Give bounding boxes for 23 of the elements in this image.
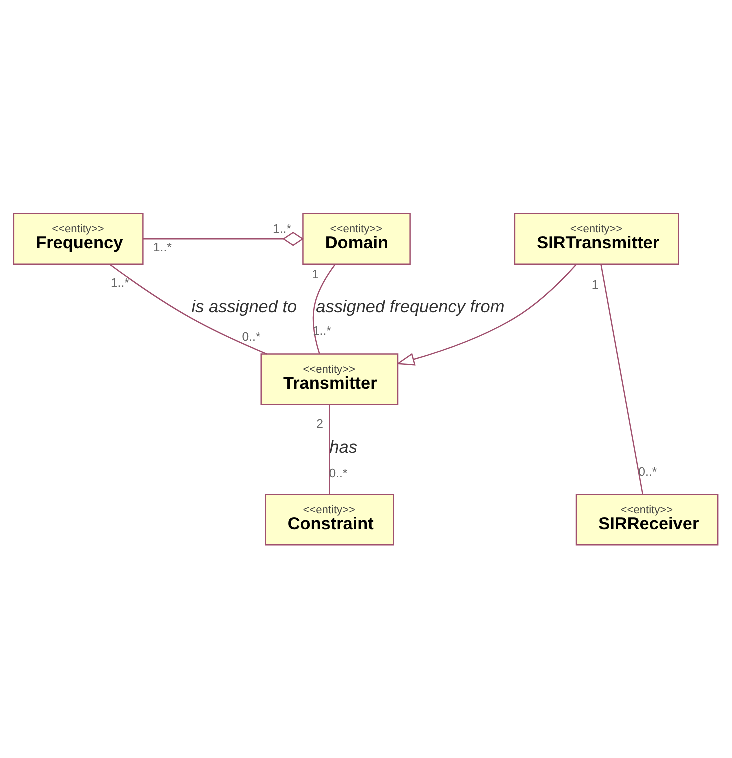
node-box: <<entity>> SIRTransmitter — [514, 212, 680, 264]
label: 0..* — [242, 329, 261, 344]
arrow — [396, 264, 578, 366]
label: 1..* — [273, 221, 292, 236]
node-box: <<entity>> Domain — [302, 212, 411, 264]
connector — [600, 264, 644, 494]
node-box: <<entity>> Transmitter — [260, 353, 399, 405]
node-box: <<entity>> Frequency — [13, 212, 144, 264]
connector — [329, 404, 330, 494]
node-box: <<entity>> Constraint — [265, 494, 394, 546]
connector — [110, 264, 268, 354]
label: 1..* — [110, 276, 130, 290]
edge-label: assigned frequency from — [316, 296, 505, 316]
label: 0..* — [638, 464, 658, 478]
edge-label: has — [330, 436, 358, 456]
node-box: <<entity>> SIRReceiver — [576, 494, 719, 546]
connector — [312, 264, 336, 354]
label: 2 — [316, 416, 324, 430]
label: 1..* — [153, 240, 172, 254]
label: 1 — [312, 267, 320, 282]
connector — [143, 232, 304, 246]
label: 1 — [592, 278, 599, 292]
edge-label: is assigned to — [192, 296, 298, 316]
